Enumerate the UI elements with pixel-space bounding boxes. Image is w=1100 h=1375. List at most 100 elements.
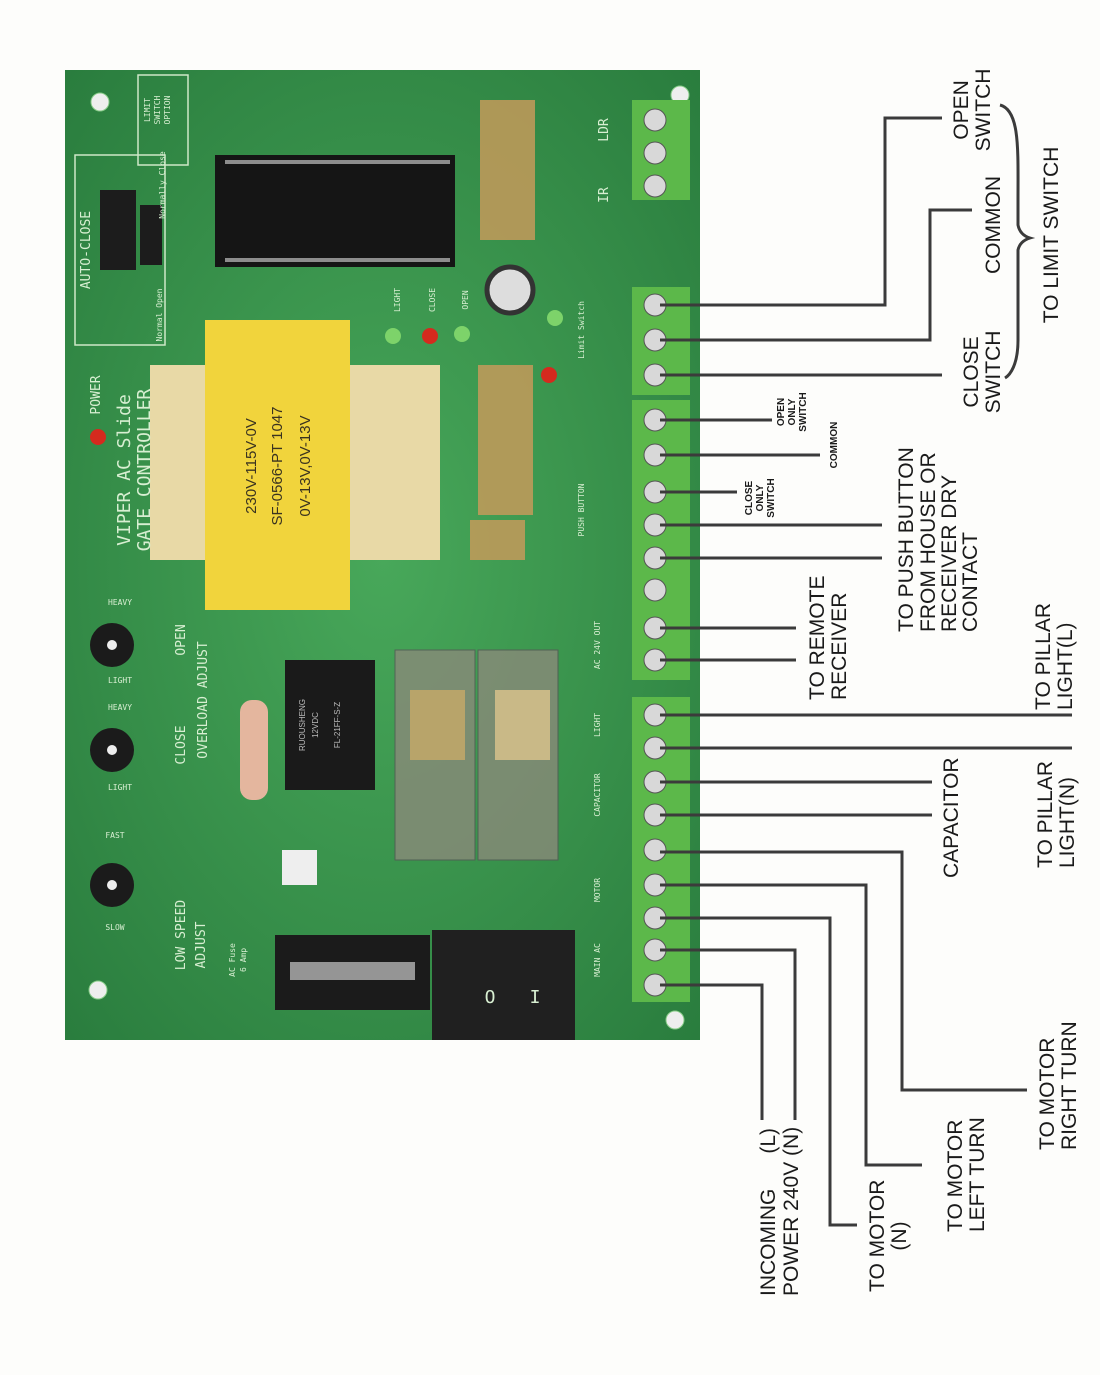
- board-subtitle: GATE CONTROLLER: [134, 389, 155, 552]
- power-led: [90, 429, 106, 445]
- relay-contact: [410, 690, 465, 760]
- optocoupler: [282, 850, 317, 885]
- label-motor-left: TO MOTOR: [944, 1120, 967, 1232]
- mounting-hole: [88, 980, 108, 1000]
- limit-option-label: OPTION: [163, 95, 172, 124]
- terminal-screws: [643, 108, 667, 997]
- auto-close-label: AUTO-CLOSE: [79, 211, 94, 289]
- label-open-switch: SWITCH: [972, 69, 995, 152]
- led-light-label: LIGHT: [393, 288, 402, 312]
- close-led: [422, 328, 438, 344]
- terminal-ir-label: IR: [597, 187, 612, 203]
- label-motor-right: TO MOTOR: [1036, 1038, 1059, 1150]
- limit-option-label: SWITCH: [153, 95, 162, 124]
- normal-open-label: Normal Open: [155, 288, 164, 341]
- label-incoming-power: POWER 240V (N): [780, 1127, 803, 1296]
- label-motor-n: TO MOTOR: [866, 1180, 889, 1292]
- wire-open-switch: [660, 116, 942, 307]
- wire-incoming-n: [660, 948, 797, 1120]
- led-open-label: OPEN: [461, 290, 470, 309]
- label-open-only-switch: ONLY: [787, 398, 798, 425]
- label-motor-n: (N): [888, 1221, 911, 1250]
- resistor-array: [470, 100, 535, 560]
- microcontroller-chip: [215, 155, 455, 267]
- jumper[interactable]: [100, 190, 136, 270]
- label-motor-left: LEFT TURN: [966, 1117, 989, 1232]
- label-open-switch: OPEN: [950, 80, 973, 140]
- power-label: POWER: [89, 375, 104, 414]
- terminal-limit-label: Limit Switch: [577, 301, 586, 359]
- chip-pins: [225, 160, 450, 262]
- limit-option-label: LIMIT: [143, 98, 152, 122]
- relay-voltage: 12VDC: [311, 712, 320, 738]
- label-open-only-switch: OPEN: [776, 398, 787, 426]
- transformer: [205, 320, 350, 610]
- label-pillar-light-n: TO PILLAR: [1034, 761, 1057, 868]
- label-close-only-switch: ONLY: [755, 484, 766, 511]
- terminal-block-push-button: [632, 400, 690, 680]
- open-overload-pot[interactable]: [90, 623, 134, 667]
- label-pillar-light-n: LIGHT(N): [1056, 777, 1079, 868]
- label-to-limit-switch: TO LIMIT SWITCH: [1040, 147, 1063, 324]
- terminal-capacitor-label: CAPACITOR: [593, 773, 602, 817]
- wire-incoming-l: [660, 983, 764, 1120]
- mounting-hole: [665, 1010, 685, 1030]
- transformer-rating-2: SF-0566-PT 1047: [269, 407, 286, 526]
- fuse-label: AC Fuse: [228, 943, 237, 977]
- label-motor-right: RIGHT TURN: [1058, 1021, 1081, 1150]
- fuse: [290, 962, 415, 980]
- power-switch[interactable]: [432, 930, 575, 1040]
- open-led: [454, 326, 470, 342]
- label-incoming-power: INCOMING (L): [757, 1128, 780, 1296]
- label-close-switch: CLOSE: [960, 336, 983, 407]
- label-close-only-switch: CLOSE: [744, 480, 755, 515]
- low-speed-pot[interactable]: [90, 863, 134, 907]
- pot-slow-label: SLOW: [105, 923, 124, 932]
- limit-switch-brace: [999, 103, 1036, 380]
- jumper[interactable]: [140, 205, 162, 265]
- relay-contact: [495, 690, 550, 760]
- pot-light-label: LIGHT: [108, 783, 132, 792]
- controller-board: 230V-115V-0V SF-0566-PT 1047 0V-13V,0V-1…: [65, 70, 700, 1040]
- label-pillar-light-l: LIGHT(L): [1054, 622, 1077, 710]
- board-title: VIPER AC Slide: [114, 394, 135, 546]
- terminal-motor-label: MOTOR: [593, 878, 602, 902]
- wires: [660, 103, 1072, 1227]
- wire-motor-n: [660, 916, 857, 1227]
- label-push-button: RECEIVER DRY: [938, 475, 961, 632]
- overload-open-label: OPEN: [174, 624, 189, 655]
- mounting-hole: [90, 92, 110, 112]
- led: [541, 367, 557, 383]
- pot-light-label: LIGHT: [108, 676, 132, 685]
- wire-motor-right: [660, 850, 1027, 1092]
- labels: OPEN SWITCH COMMON CLOSE SWITCH TO LIMIT…: [744, 69, 1081, 1296]
- terminal-main-ac-label: MAIN AC: [593, 943, 602, 977]
- label-push-button: CONTACT: [959, 532, 982, 632]
- label-capacitor: CAPACITOR: [940, 757, 963, 878]
- normally-close-label: Normally Close: [158, 151, 167, 219]
- power-resistor: [240, 700, 268, 800]
- overload-adjust-label: OVERLOAD ADJUST: [196, 641, 211, 759]
- switch-off-mark: O: [485, 987, 496, 1008]
- led: [547, 310, 563, 326]
- label-push-button: TO PUSH BUTTON: [895, 447, 918, 632]
- pot-heavy-label: HEAVY: [108, 703, 132, 712]
- pot-fast-label: FAST: [105, 831, 124, 840]
- terminal-ldr-label: LDR: [597, 118, 612, 142]
- auto-close-box: [74, 154, 166, 346]
- transformer-rating-3: 0V-13V,0V-13V: [297, 415, 314, 516]
- relay-model: FL-21FF-S-Z: [333, 702, 342, 748]
- electrolytic-capacitor: [484, 264, 536, 316]
- overload-close-label: CLOSE: [174, 725, 189, 764]
- pot-heavy-label: HEAVY: [108, 598, 132, 607]
- low-speed-adjust-label: ADJUST: [194, 921, 209, 968]
- wire-motor-left: [660, 883, 922, 1167]
- label-pb-common: COMMON: [829, 422, 840, 469]
- relay: [285, 660, 375, 790]
- terminal-push-button-label: PUSH BUTTON: [577, 483, 586, 536]
- fuse-rating-label: 6 Amp: [239, 948, 248, 972]
- terminal-ac24-label: AC 24V OUT: [593, 621, 602, 669]
- label-close-switch: SWITCH: [982, 331, 1005, 414]
- close-overload-pot[interactable]: [90, 728, 134, 772]
